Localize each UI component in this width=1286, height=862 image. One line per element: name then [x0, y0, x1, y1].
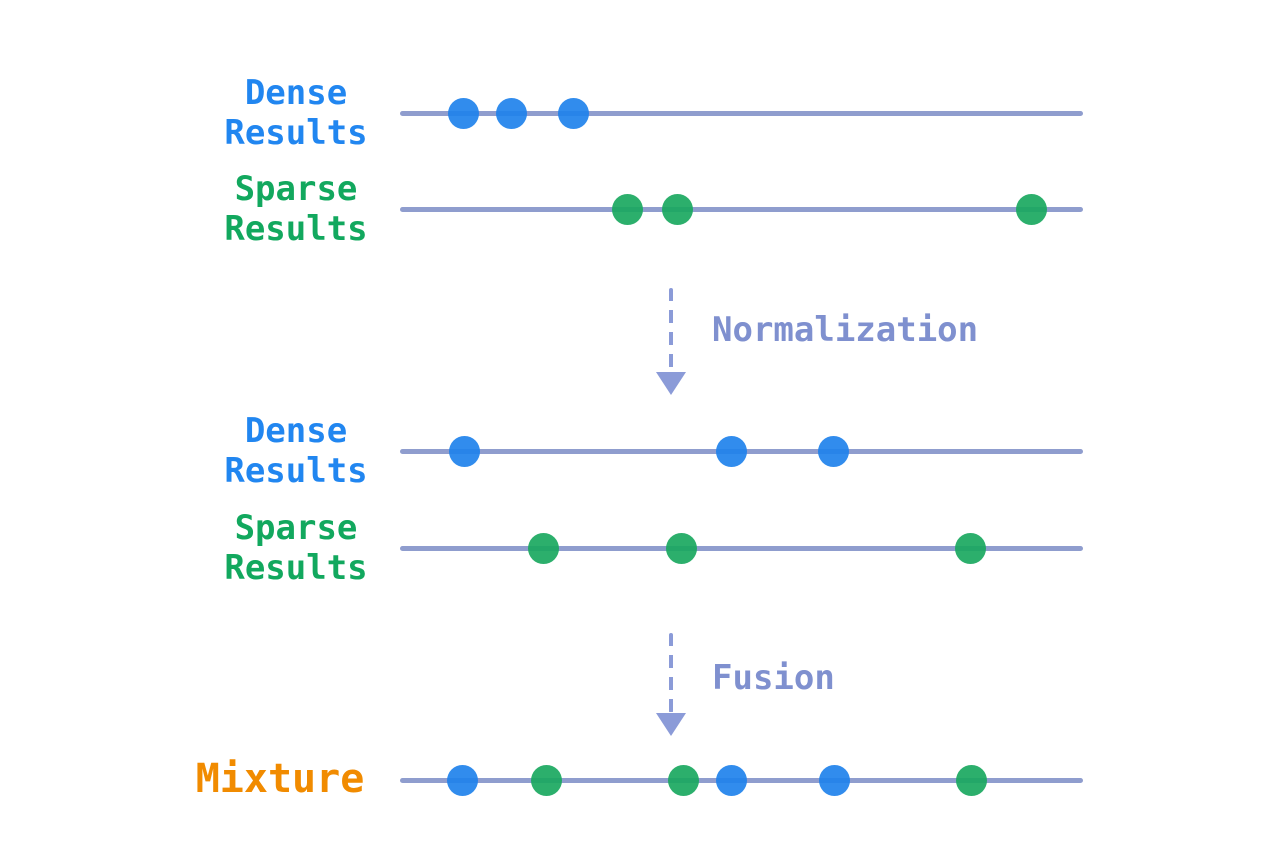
blue-result-dot — [817, 435, 849, 467]
original-sparse-label-line2: Results — [224, 209, 368, 249]
green-result-dot — [955, 764, 987, 796]
fusion-arrow-head-icon — [656, 713, 686, 736]
original-dense-track — [400, 110, 1083, 116]
green-result-dot — [1015, 193, 1047, 225]
normalized-sparse-label-line1: Sparse — [234, 508, 358, 548]
blue-result-dot — [447, 97, 479, 129]
blue-result-dot — [448, 435, 480, 467]
green-result-dot — [611, 193, 643, 225]
normalization-step-label: Normalization — [712, 310, 979, 350]
normalized-dense-label-line2: Results — [224, 451, 368, 491]
normalized-dense-label-line1: Dense — [244, 411, 348, 451]
normalization-arrow-dash — [669, 288, 673, 372]
blue-result-dot — [495, 97, 527, 129]
blue-result-dot — [446, 764, 478, 796]
green-result-dot — [661, 193, 693, 225]
original-sparse-track — [400, 206, 1083, 212]
green-result-dot — [527, 532, 559, 564]
blue-result-dot — [818, 764, 850, 796]
blue-result-dot — [715, 764, 747, 796]
normalized-sparse-track — [400, 545, 1083, 551]
green-result-dot — [530, 764, 562, 796]
green-result-dot — [665, 532, 697, 564]
original-dense-label-line1: Dense — [244, 73, 348, 113]
normalization-arrow-head-icon — [656, 372, 686, 395]
fusion-step-label: Fusion — [712, 658, 835, 698]
original-dense-label-line2: Results — [224, 113, 368, 153]
blue-result-dot — [557, 97, 589, 129]
green-result-dot — [954, 532, 986, 564]
blue-result-dot — [715, 435, 747, 467]
normalized-sparse-label-line2: Results — [224, 548, 368, 588]
mixture-label: Mixture — [195, 756, 365, 802]
original-sparse-label-line1: Sparse — [234, 169, 358, 209]
green-result-dot — [667, 764, 699, 796]
fusion-arrow-dash — [669, 633, 673, 713]
